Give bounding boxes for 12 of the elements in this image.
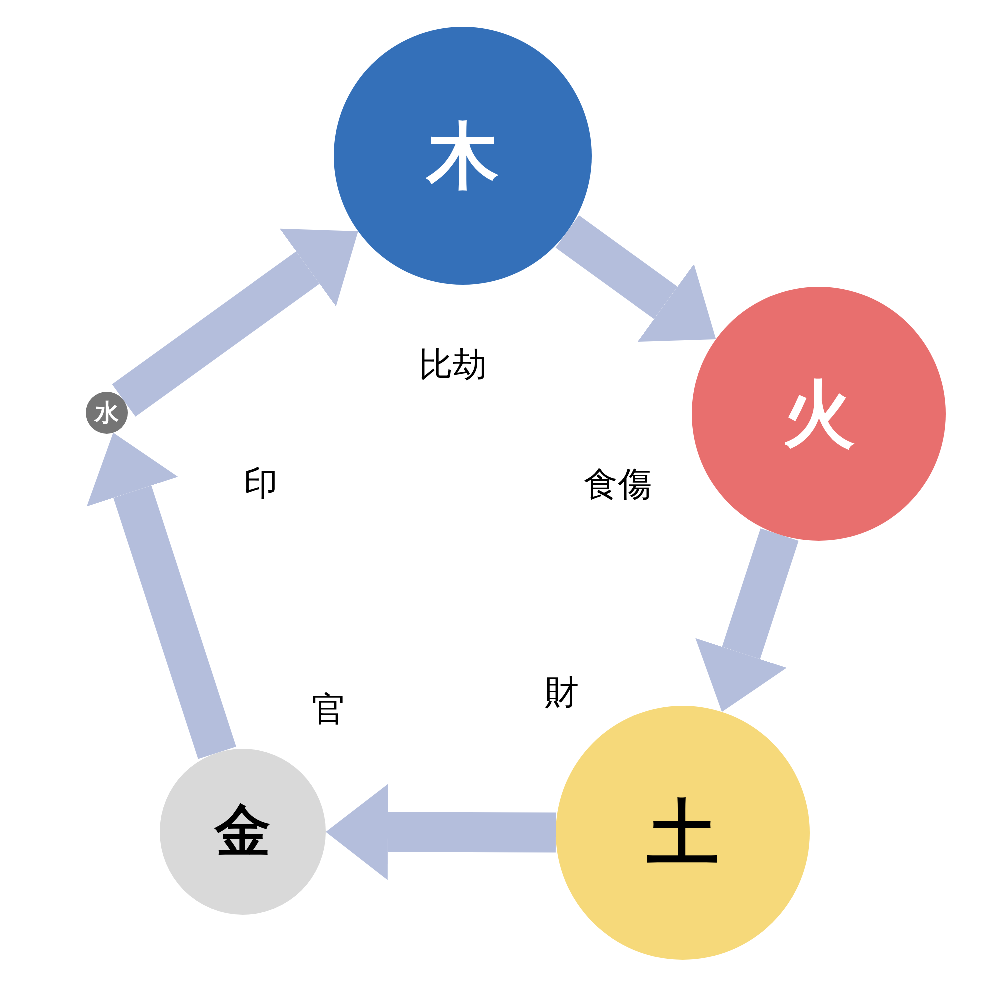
relation-label: 食傷 (584, 468, 652, 502)
relation-label: 印 (244, 467, 278, 501)
relation-label: 官 (312, 693, 346, 727)
element-dot: 水 (86, 392, 128, 434)
block-arrow (556, 216, 716, 342)
element-circle: 火 (692, 287, 946, 541)
element-circle: 木 (334, 27, 592, 285)
element-circle: 金 (160, 749, 326, 915)
block-arrow (326, 784, 556, 880)
block-arrow (696, 528, 799, 712)
relation-label: 比劫 (419, 348, 487, 382)
block-arrow (112, 228, 358, 417)
